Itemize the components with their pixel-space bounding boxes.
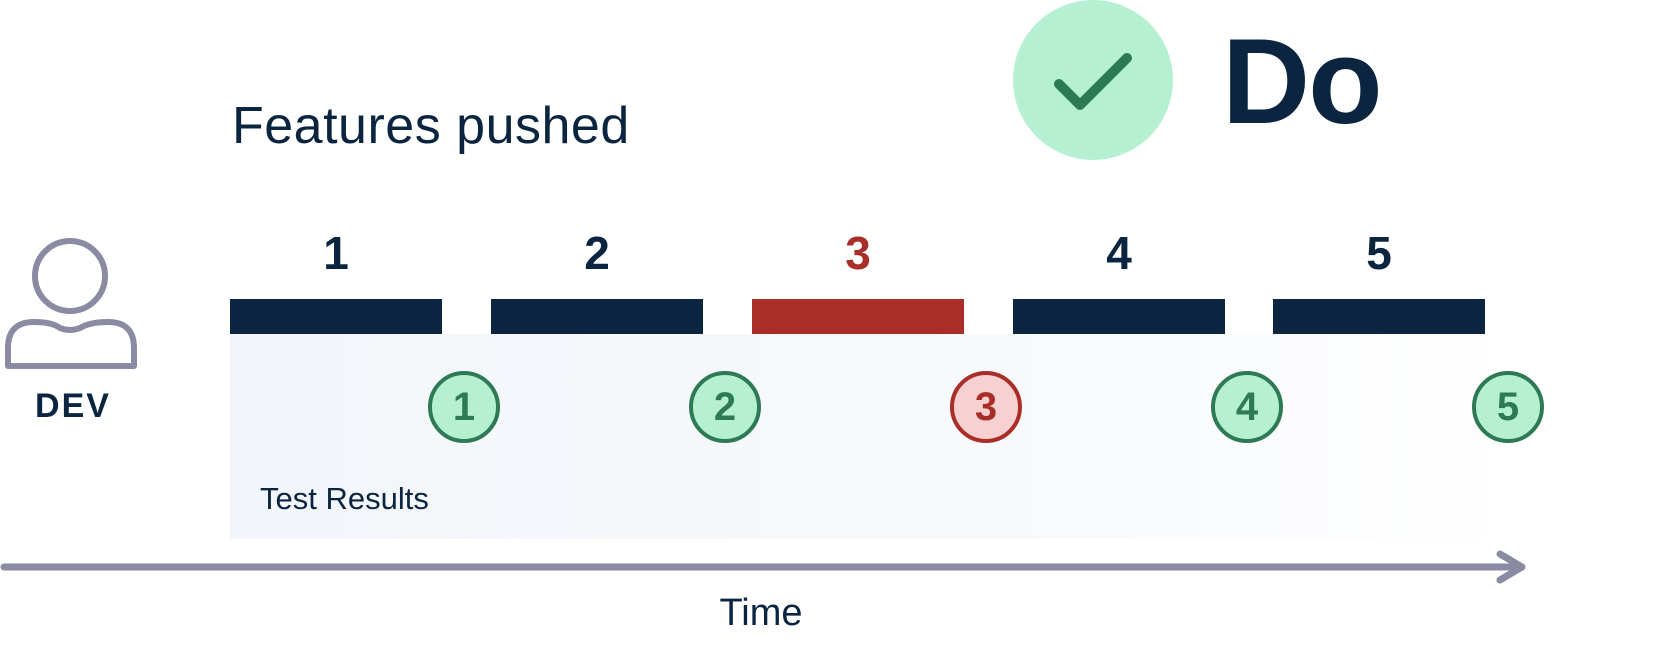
check-badge <box>1013 0 1173 160</box>
time-axis-label: Time <box>719 592 803 634</box>
feature-bar <box>1273 299 1485 334</box>
feature-number: 4 <box>1106 227 1132 279</box>
test-results-label: Test Results <box>260 481 429 516</box>
test-result-pass: 5 <box>1472 371 1544 443</box>
feature-bar <box>491 299 703 334</box>
feature-number: 1 <box>323 227 349 279</box>
feature-bar-failed <box>752 299 964 334</box>
feature-bar <box>1013 299 1225 334</box>
time-axis-arrow <box>0 550 1526 584</box>
features-pushed-title: Features pushed <box>232 97 630 155</box>
feature-number: 5 <box>1366 227 1392 279</box>
dev-label: DEV <box>35 387 111 425</box>
person-icon <box>5 238 137 369</box>
check-icon <box>1054 53 1132 110</box>
feature-bar <box>230 299 442 334</box>
test-result-pass: 2 <box>689 371 761 443</box>
feature-number: 2 <box>584 227 610 279</box>
feature-number-failed: 3 <box>845 227 871 279</box>
test-result-pass: 4 <box>1211 371 1283 443</box>
test-result-fail: 3 <box>950 371 1022 443</box>
do-label: Do <box>1222 13 1383 149</box>
test-result-pass: 1 <box>428 371 500 443</box>
